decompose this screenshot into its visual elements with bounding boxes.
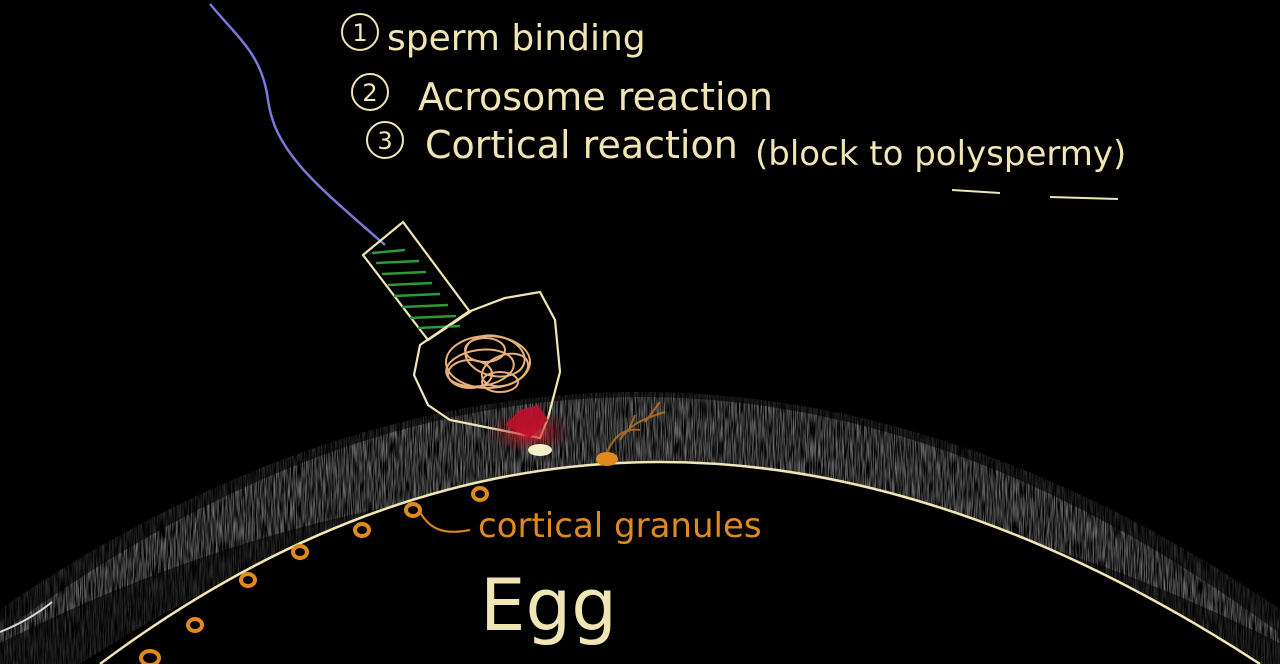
step-3: 3 Cortical reaction (block to polyspermy…: [366, 121, 1126, 200]
egg-membrane: [99, 460, 1261, 664]
step-1: 1 sperm binding: [341, 13, 646, 59]
cortical-granules: [139, 486, 489, 664]
fusing-granule: [596, 401, 666, 466]
sperm-flagellum: [209, 3, 386, 246]
acrosome-reaction-burst: [488, 405, 572, 456]
polyspermy-underline: [951, 189, 1119, 200]
neighbor-cell-edge: [0, 601, 53, 633]
step-2-number: 2: [362, 79, 377, 107]
steps-list: 1 sperm binding 2 Acrosome reaction 3 Co…: [341, 13, 1126, 200]
jelly-coat: [0, 392, 1280, 664]
cortical-granules-label: cortical granules: [478, 506, 762, 546]
step-3-number: 3: [377, 127, 392, 155]
step-2-text: Acrosome reaction: [418, 75, 773, 119]
sperm-nucleus: [445, 334, 531, 393]
step-3-note: (block to polyspermy): [755, 134, 1126, 174]
step-1-number: 1: [352, 19, 367, 47]
step-2: 2 Acrosome reaction: [351, 73, 773, 119]
step-3-text: Cortical reaction: [425, 123, 738, 167]
egg-label: Egg: [480, 563, 617, 647]
step-1-text: sperm binding: [387, 18, 646, 59]
granule-label-pointer: [419, 511, 471, 533]
